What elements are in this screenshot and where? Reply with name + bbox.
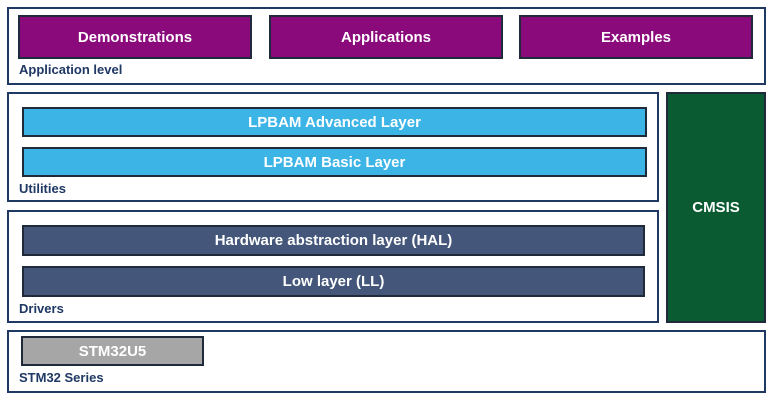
lpbam-basic-layer-block: LPBAM Basic Layer <box>22 147 647 177</box>
ll-block: Low layer (LL) <box>22 266 645 297</box>
drivers-label: Drivers <box>19 301 64 316</box>
hal-block: Hardware abstraction layer (HAL) <box>22 225 645 256</box>
stm32-series-label: STM32 Series <box>19 370 104 385</box>
lpbam-advanced-layer-block: LPBAM Advanced Layer <box>22 107 647 137</box>
utilities-label: Utilities <box>19 181 66 196</box>
demonstrations-block: Demonstrations <box>18 15 252 59</box>
cmsis-block: CMSIS <box>666 92 766 323</box>
applications-block: Applications <box>269 15 503 59</box>
application-level-label: Application level <box>19 62 123 77</box>
examples-block: Examples <box>519 15 753 59</box>
stm32u5-block: STM32U5 <box>21 336 204 366</box>
